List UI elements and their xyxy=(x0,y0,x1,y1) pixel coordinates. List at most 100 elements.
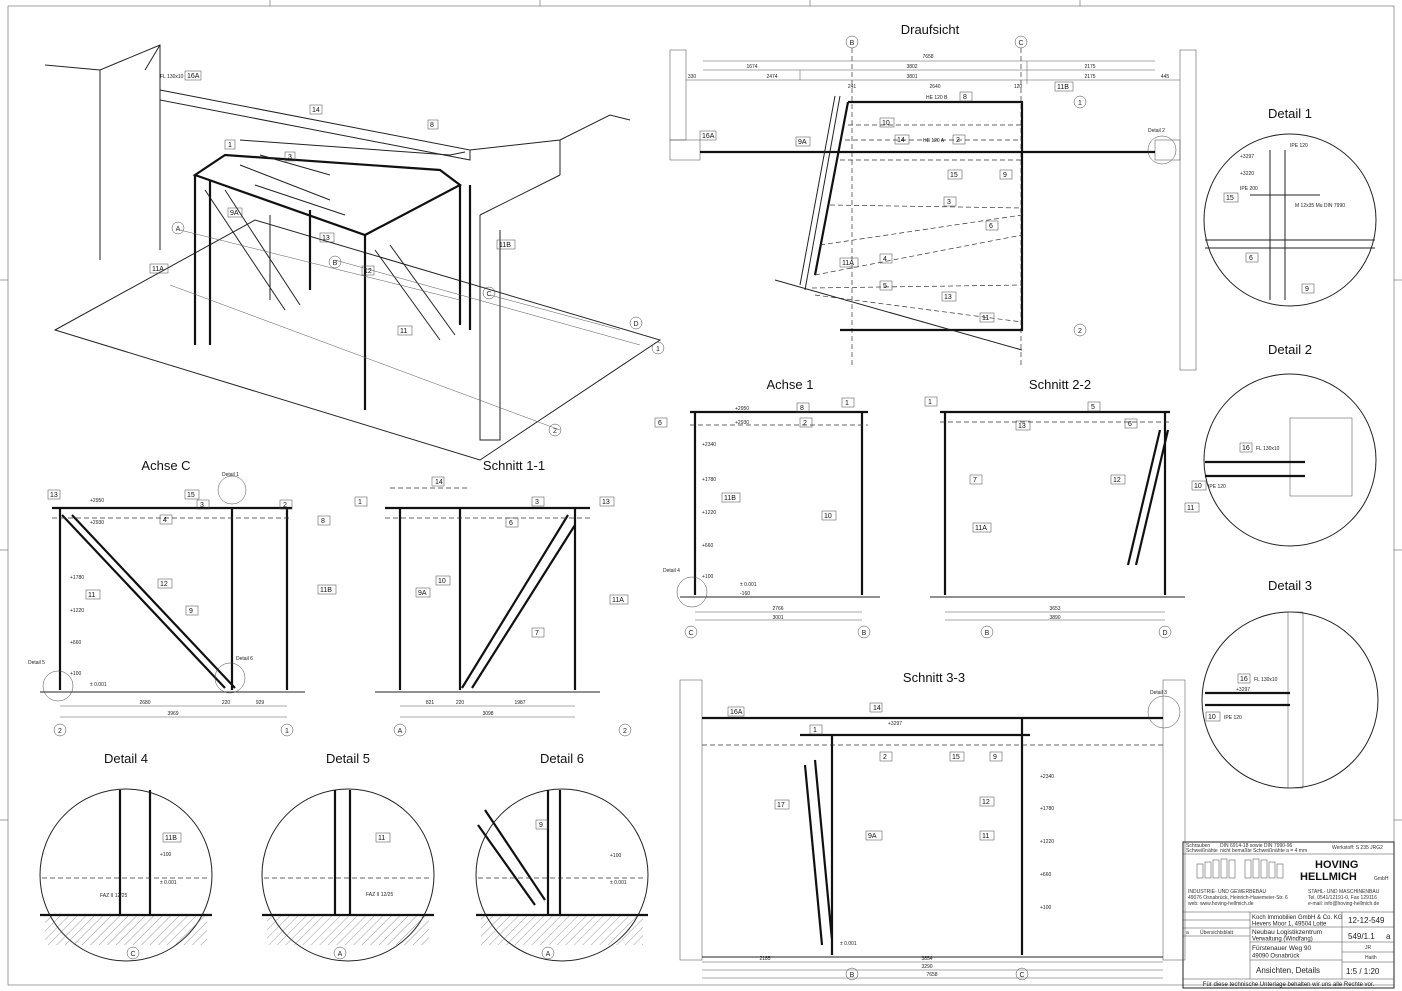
position-9: 9 xyxy=(189,608,193,615)
position-11b: 11B xyxy=(165,835,177,842)
dim: 3001 xyxy=(772,615,783,621)
position-1: 1 xyxy=(228,142,232,149)
position-6: 6 xyxy=(1249,255,1253,262)
level-label: +100 xyxy=(1040,905,1051,911)
profile-label-he120a: HE 120 A xyxy=(923,138,945,144)
view-title-schnitt-2-2: Schnitt 2-2 xyxy=(1029,377,1091,392)
site-address: Fürstenauer Weg 90 xyxy=(1252,945,1312,952)
level-label: -160 xyxy=(740,591,750,597)
copyright-note: Für diese technische Unterlage behalten … xyxy=(1203,982,1375,988)
dim: 821 xyxy=(426,700,435,706)
position-9: 9 xyxy=(993,754,997,761)
client-name: Koch Immobilien GmbH & Co. KG xyxy=(1252,915,1343,921)
axis-b-label: B xyxy=(850,972,855,979)
axis-b-label: B xyxy=(333,260,338,267)
tb-value: DIN 6914-18 sowie DIN 7990-96 xyxy=(1220,843,1292,849)
profile-label: IPE 120 xyxy=(1208,484,1226,490)
tb-material: Werkstoff: S 235 JRG2 xyxy=(1332,845,1383,851)
position-6: 6 xyxy=(1128,421,1132,428)
level-label: +100 xyxy=(70,671,81,677)
detail-2-callout xyxy=(1147,135,1177,165)
dim-plan: 3802 xyxy=(906,64,917,70)
scale: 1:5 / 1:20 xyxy=(1346,967,1380,976)
position-11a: 11A xyxy=(152,266,164,273)
position-5: 5 xyxy=(1091,404,1095,411)
profile-label-he120b: HE 120 B xyxy=(926,95,948,101)
axis-a-label: A xyxy=(546,951,551,958)
axis-d-label: D xyxy=(1162,630,1167,637)
section-2-2: Schnitt 2-2 1 5 13 6 7 12 11A 11 3653 38… xyxy=(924,377,1200,639)
dim: 7658 xyxy=(926,972,937,978)
axis-b-label: B xyxy=(985,630,990,637)
position-12: 12 xyxy=(364,268,372,275)
company-suffix: GmbH xyxy=(1374,876,1389,882)
detail-2-callout-label: Detail 2 xyxy=(1148,128,1165,134)
company-name: HOVING xyxy=(1315,859,1358,871)
view-title-achse-c: Achse C xyxy=(141,458,190,473)
position-1: 1 xyxy=(845,400,849,407)
position-9a: 9A xyxy=(418,590,427,597)
position-11a: 11A xyxy=(612,597,624,604)
view-title-detail-5: Detail 5 xyxy=(326,751,370,766)
level-label: +100 xyxy=(160,852,171,858)
axis-2-label: 2 xyxy=(58,728,62,735)
level-label: +2340 xyxy=(1040,774,1054,780)
axis-1-label: 1 xyxy=(1078,100,1082,107)
level-label: +1780 xyxy=(702,477,716,483)
level-label: +1220 xyxy=(70,608,84,614)
detail-4-callout-label: Detail 4 xyxy=(663,568,680,574)
dim: 2766 xyxy=(772,606,783,612)
detail-5: Detail 5 11 FAZ II 12/25 A xyxy=(261,751,435,962)
axis-a-label: A xyxy=(338,951,343,958)
axis-c-label: C xyxy=(486,291,491,298)
plan-view: Draufsicht B C 1 2 7658 1674 3802 2175 3… xyxy=(669,22,1197,371)
axis-2-marker xyxy=(548,423,562,437)
elevation-achse-c: Achse C +2950 +2930 +1780 +1220 +660 +10… xyxy=(28,458,337,737)
view-title-draufsicht: Draufsicht xyxy=(901,22,960,37)
position-11a: 11A xyxy=(975,525,987,532)
revision-text: Übersichtsblatt xyxy=(1200,929,1234,936)
view-title-detail-4: Detail 4 xyxy=(104,751,148,766)
position-8: 8 xyxy=(321,518,325,525)
company-line: INDUSTRIE- UND GEWERBEBAU xyxy=(1188,889,1266,895)
drawn-by: JR xyxy=(1365,945,1372,951)
anchor-label: FAZ II 12/25 xyxy=(366,892,393,898)
position-10: 10 xyxy=(824,513,832,520)
detail-4: Detail 4 11B +100 ± 0.001 FAZ II 12/25 C xyxy=(39,751,213,962)
dim-plan: 2640 xyxy=(929,84,940,90)
level-label: +1220 xyxy=(1040,839,1054,845)
sheet-border xyxy=(7,5,1395,986)
position-1: 1 xyxy=(813,727,817,734)
position-11b: 11B xyxy=(724,495,736,502)
position-14: 14 xyxy=(873,705,881,712)
level-label: ± 0.001 xyxy=(90,682,107,688)
position-9a: 9A xyxy=(868,833,877,840)
dim-plan: 120 xyxy=(1014,84,1023,90)
view-title-detail-6: Detail 6 xyxy=(540,751,584,766)
position-6: 6 xyxy=(989,223,993,230)
detail-1: Detail 1 15 6 9 +3297 +3220 M 12x35 Mu D… xyxy=(1203,106,1377,307)
project-subtitle: Verwaltung (Windfang) xyxy=(1252,937,1313,943)
level-label: +1780 xyxy=(70,575,84,581)
position-5: 5 xyxy=(883,283,887,290)
axis-c-label: C xyxy=(1018,40,1023,47)
position-11: 11 xyxy=(400,328,407,335)
position-16a: 16A xyxy=(702,133,715,140)
position-12: 12 xyxy=(982,799,990,806)
dim-plan: 445 xyxy=(1161,74,1170,80)
checked-by: Haith xyxy=(1365,955,1377,961)
position-2: 2 xyxy=(883,754,887,761)
axis-2-label: 2 xyxy=(1078,328,1082,335)
axis-c-label: C xyxy=(1019,972,1024,979)
dim-plan: 1674 xyxy=(746,64,757,70)
dim: 220 xyxy=(222,700,231,706)
position-11: 11 xyxy=(378,835,385,842)
position-9a: 9A xyxy=(798,139,807,146)
dim: 3290 xyxy=(921,964,932,970)
company-line: e-mail: info@hoving-hellmich.de xyxy=(1308,901,1379,907)
level-label: +1220 xyxy=(702,510,716,516)
position-14: 14 xyxy=(897,137,905,144)
level-label: +3297 xyxy=(1240,154,1254,160)
position-14: 14 xyxy=(435,479,443,486)
